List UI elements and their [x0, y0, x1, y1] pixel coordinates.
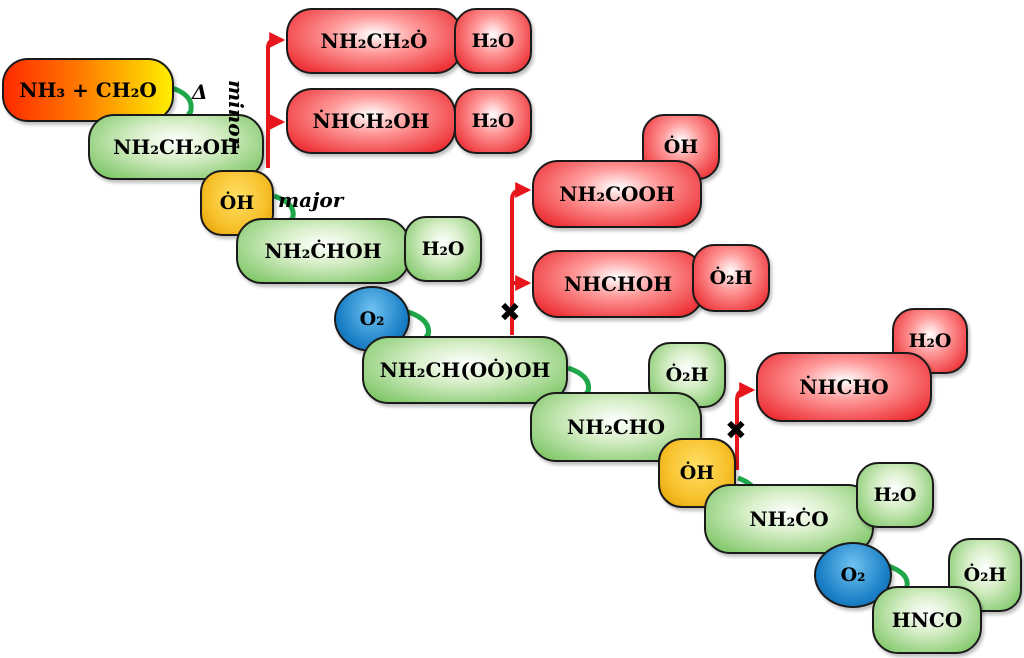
blocked-mark-2: ✖ — [725, 416, 747, 446]
minor-label: minor — [224, 80, 248, 148]
red-arrow-to-nh2ch2o — [266, 32, 286, 168]
species-nh2ch-oo-oh: NH₂CH(OȮ)OH — [362, 336, 568, 404]
species-o2h-1: Ȯ₂H — [692, 244, 770, 312]
species-o2h-3: Ȯ₂H — [948, 538, 1022, 612]
species-nhcho: ṄHCHO — [756, 352, 932, 422]
species-nhch2oh: ṄHCH₂OH — [286, 88, 456, 154]
reactants-nh3-ch2o: NH₃ + CH₂O — [2, 58, 174, 122]
species-h2o-1: H₂O — [454, 8, 532, 74]
major-label: major — [278, 188, 344, 212]
species-hnco: HNCO — [872, 586, 982, 654]
species-h2o-3: H₂O — [404, 216, 482, 282]
species-nhchoh: NHCHOH — [532, 250, 704, 318]
blocked-mark-1: ✖ — [499, 298, 521, 328]
species-nh2ch2oh: NH₂CH₂OH — [88, 114, 264, 180]
delta-label: Δ — [192, 80, 208, 104]
species-h2o-2: H₂O — [454, 88, 532, 154]
species-nh2cooh: NH₂COOH — [532, 160, 702, 228]
species-nh2chohr: NH₂ĊHOH — [236, 218, 410, 284]
species-h2o-5: H₂O — [856, 462, 934, 528]
species-nh2ch2o-radical: NH₂CH₂Ȯ — [286, 8, 462, 74]
